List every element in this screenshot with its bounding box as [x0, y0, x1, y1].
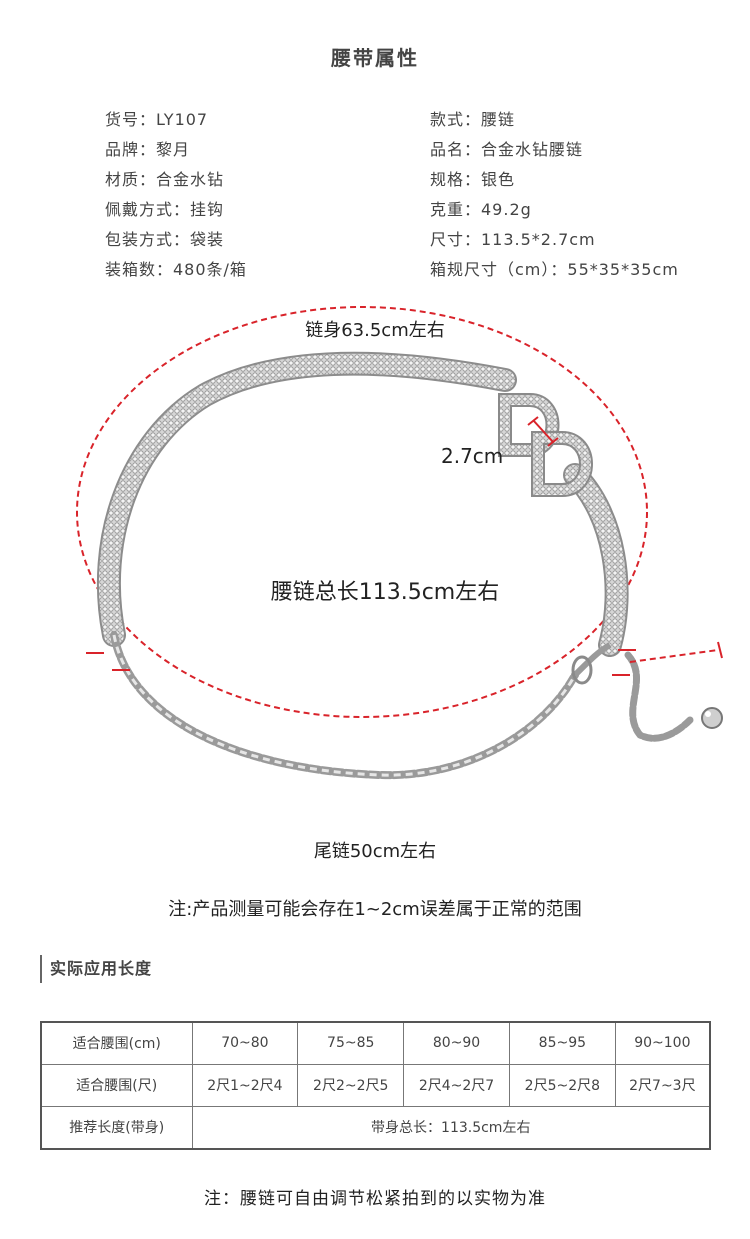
spec-item-code: 货号：LY107	[105, 110, 209, 129]
spec-item-brand: 品牌：黎月	[105, 140, 191, 159]
table-row: 适合腰围(尺) 2尺1~2尺4 2尺2~2尺5 2尺4~2尺7 2尺5~2尺8 …	[40, 1063, 711, 1107]
section-title: 实际应用长度	[40, 955, 152, 983]
table-cell: 90~100	[614, 1021, 711, 1065]
spec-row: 包装方式：袋装 尺寸：113.5*2.7cm	[105, 228, 725, 258]
product-illustration: 链身63.5cm左右 2.7cm 腰链总长113.5cm左右 尾链50cm左右	[0, 300, 750, 875]
table-cell: 2尺1~2尺4	[191, 1063, 299, 1107]
tail-chain-length-label: 尾链50cm左右	[313, 841, 437, 862]
table-cell: 2尺4~2尺7	[403, 1063, 510, 1107]
waist-chain-diagram	[76, 306, 723, 780]
curb-chain-highlight	[112, 634, 577, 777]
spec-list: 货号：LY107 款式：腰链 品牌：黎月 品名：合金水钻腰链 材质：合金水钻 规…	[105, 108, 725, 288]
measure-tick-tail	[717, 641, 723, 659]
table-cell: 2尺2~2尺5	[297, 1063, 405, 1107]
curb-chain	[110, 631, 579, 780]
dd-buckle	[498, 393, 593, 497]
table-row: 推荐长度(带身) 带身总长：113.5cm左右	[40, 1105, 711, 1150]
measurement-note: 注:产品测量可能会存在1~2cm误差属于正常的范围	[168, 899, 582, 920]
spec-row: 佩戴方式：挂钩 克重：49.2g	[105, 198, 725, 228]
spec-item-wearing: 佩戴方式：挂钩	[105, 200, 225, 219]
spec-item-style: 款式：腰链	[430, 110, 516, 129]
spec-item-material: 材质：合金水钻	[105, 170, 225, 189]
chain-total-length-label: 腰链总长113.5cm左右	[270, 580, 500, 605]
bead-highlight	[705, 711, 711, 717]
spec-row: 装箱数：480条/箱 箱规尺寸（cm）：55*35*35cm	[105, 258, 725, 288]
table-row: 适合腰围(cm) 70~80 75~85 80~90 85~95 90~100	[40, 1021, 711, 1065]
table-cell: 75~85	[297, 1021, 405, 1065]
spec-item-color: 规格：银色	[430, 170, 516, 189]
spec-item-box-size: 箱规尺寸（cm）：55*35*35cm	[430, 260, 679, 279]
table-cell: 85~95	[508, 1021, 616, 1065]
extender-bead	[701, 707, 723, 729]
spec-item-weight: 克重：49.2g	[430, 200, 532, 219]
spec-row: 材质：合金水钻 规格：银色	[105, 168, 725, 198]
chain-width-label: 2.7cm	[441, 444, 504, 468]
page-title: 腰带属性	[331, 46, 419, 70]
extender-chain	[624, 651, 694, 742]
rhinestone-band-right-fill	[565, 465, 627, 655]
spec-row: 品牌：黎月 品名：合金水钻腰链	[105, 138, 725, 168]
tail-measure-line	[629, 649, 719, 663]
table-cell: 70~80	[191, 1021, 299, 1065]
lobster-clasp	[571, 655, 593, 685]
rhinestone-band-fill	[98, 353, 515, 645]
adjust-note: 注：腰链可自由调节松紧拍到的以实物为准	[204, 1189, 546, 1209]
table-row-head: 适合腰围(cm)	[40, 1021, 193, 1065]
spec-item-size: 尺寸：113.5*2.7cm	[430, 230, 596, 249]
table-cell-recommend: 带身总长：113.5cm左右	[191, 1105, 711, 1150]
table-cell: 2尺7~3尺	[614, 1063, 711, 1107]
table-row-head: 适合腰围(尺)	[40, 1063, 193, 1107]
spec-item-box-qty: 装箱数：480条/箱	[105, 260, 247, 279]
measure-loop	[76, 306, 648, 718]
spec-item-packaging: 包装方式：袋装	[105, 230, 225, 249]
table-cell: 2尺5~2尺8	[508, 1063, 616, 1107]
size-table: 适合腰围(cm) 70~80 75~85 80~90 85~95 90~100 …	[40, 1021, 711, 1150]
table-row-head: 推荐长度(带身)	[40, 1105, 193, 1150]
table-cell: 80~90	[403, 1021, 510, 1065]
connector-chain	[572, 642, 612, 678]
spec-row: 货号：LY107 款式：腰链	[105, 108, 725, 138]
spec-item-name: 品名：合金水钻腰链	[430, 140, 584, 159]
chain-body-length-label: 链身63.5cm左右	[305, 320, 445, 341]
